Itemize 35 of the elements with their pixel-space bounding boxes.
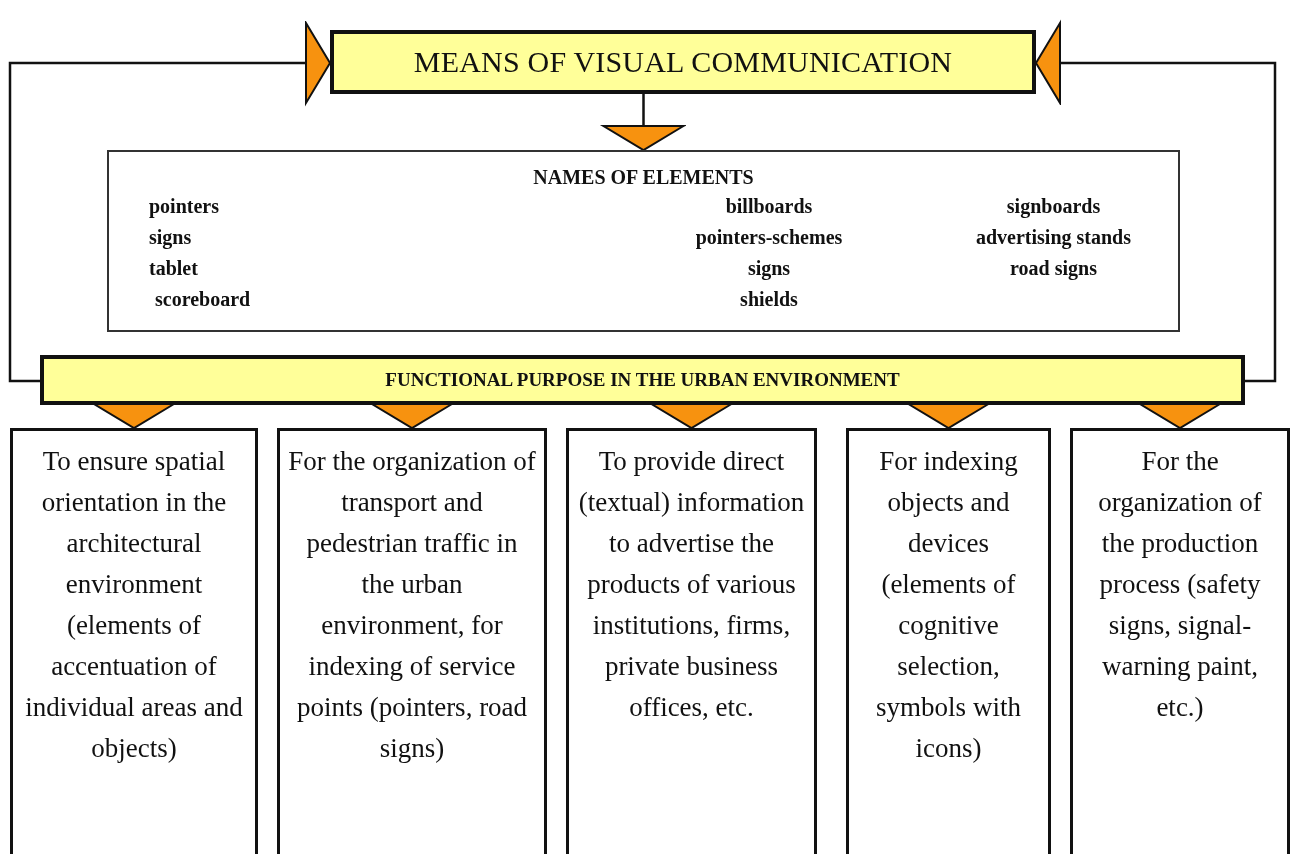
purpose-text: For the organization of the production process (safety signs, signal-warning paint, etc.) <box>1097 445 1263 724</box>
purpose-box <box>10 428 258 854</box>
list-item: signs <box>746 256 792 282</box>
category-bar <box>40 355 1245 405</box>
list-item: signboards <box>1005 194 1102 220</box>
list-item: tablet <box>149 256 199 281</box>
connector-arrow <box>93 403 175 429</box>
list-item: billboards <box>724 194 814 219</box>
connector-arrow <box>8 22 331 383</box>
purpose-box <box>1070 428 1290 854</box>
connector-arrow <box>650 403 733 429</box>
connector-arrow <box>371 403 453 429</box>
title-text: MEANS OF VISUAL COMMUNICATION <box>413 45 953 79</box>
purpose-box <box>846 428 1051 854</box>
list-item: shields <box>739 287 799 312</box>
list-item: pointers-schemes <box>694 225 844 251</box>
list-item: road signs <box>1009 256 1098 282</box>
purpose-box <box>566 428 817 854</box>
list-item: advertising stands <box>975 225 1132 251</box>
purpose-text: To ensure spatial orientation in the architectural environment (elements of accentuation of individual areas and objects) <box>24 445 244 765</box>
bar-text: FUNCTIONAL PURPOSE IN THE URBAN ENVIRONMENT <box>385 369 900 391</box>
connector-arrow <box>1035 22 1277 383</box>
purpose-box <box>277 428 547 854</box>
list-item: scoreboard <box>154 287 252 312</box>
connector-arrow <box>907 403 990 429</box>
connector-arrow <box>1139 403 1221 429</box>
list-item: pointers <box>149 194 220 220</box>
purpose-text: For the organization of transport and pedestrian traffic in the urban environment, for indexing of service points (pointers, road signs) <box>288 445 536 765</box>
purpose-text: For indexing objects and devices (elements of cognitive selection, symbols with icons) <box>875 445 1022 765</box>
title-box <box>330 30 1036 94</box>
list-item: signs <box>149 225 193 251</box>
list-heading: NAMES OF ELEMENTS <box>532 165 755 190</box>
list-box <box>107 150 1180 332</box>
purpose-text: To provide direct (textual) information to advertise the products of various institutions, firms, private business offices, etc. <box>577 445 806 724</box>
connector-arrow <box>602 94 685 151</box>
